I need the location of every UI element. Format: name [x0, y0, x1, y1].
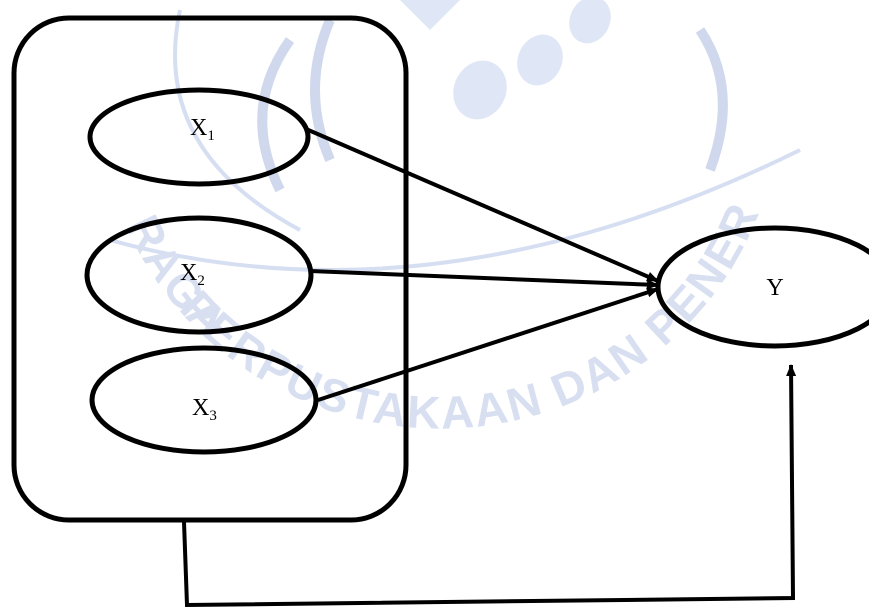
svg-text:X1: X1 [190, 115, 215, 144]
node-x2-subscript: 2 [197, 273, 205, 289]
node-x2: X2 [84, 215, 314, 335]
node-y-label: Y [766, 275, 783, 301]
node-x1-subscript: 1 [207, 128, 215, 144]
node-x3: X3 [89, 345, 319, 455]
node-x3-label: X [192, 395, 209, 421]
node-x3-subscript: 3 [209, 408, 217, 424]
edge-x1-y [305, 127, 659, 283]
node-x1-label: X [190, 115, 207, 141]
node-y: Y [655, 225, 869, 349]
edge-x2-y [309, 269, 659, 290]
node-x2-label: X [180, 260, 197, 286]
edge-x3-y [317, 287, 659, 402]
svg-text:X3: X3 [192, 395, 217, 424]
svg-text:PERPUSTAKAAN DAN PENERBITAN: PERPUSTAKAAN DAN PENERBITAN [0, 0, 767, 439]
watermark-text-main: PERPUSTAKAAN DAN PENERBITAN [0, 0, 767, 439]
svg-text:X2: X2 [180, 260, 205, 289]
edge-group-y [182, 364, 797, 608]
group-box [11, 15, 409, 523]
node-x1: X1 [87, 87, 311, 187]
